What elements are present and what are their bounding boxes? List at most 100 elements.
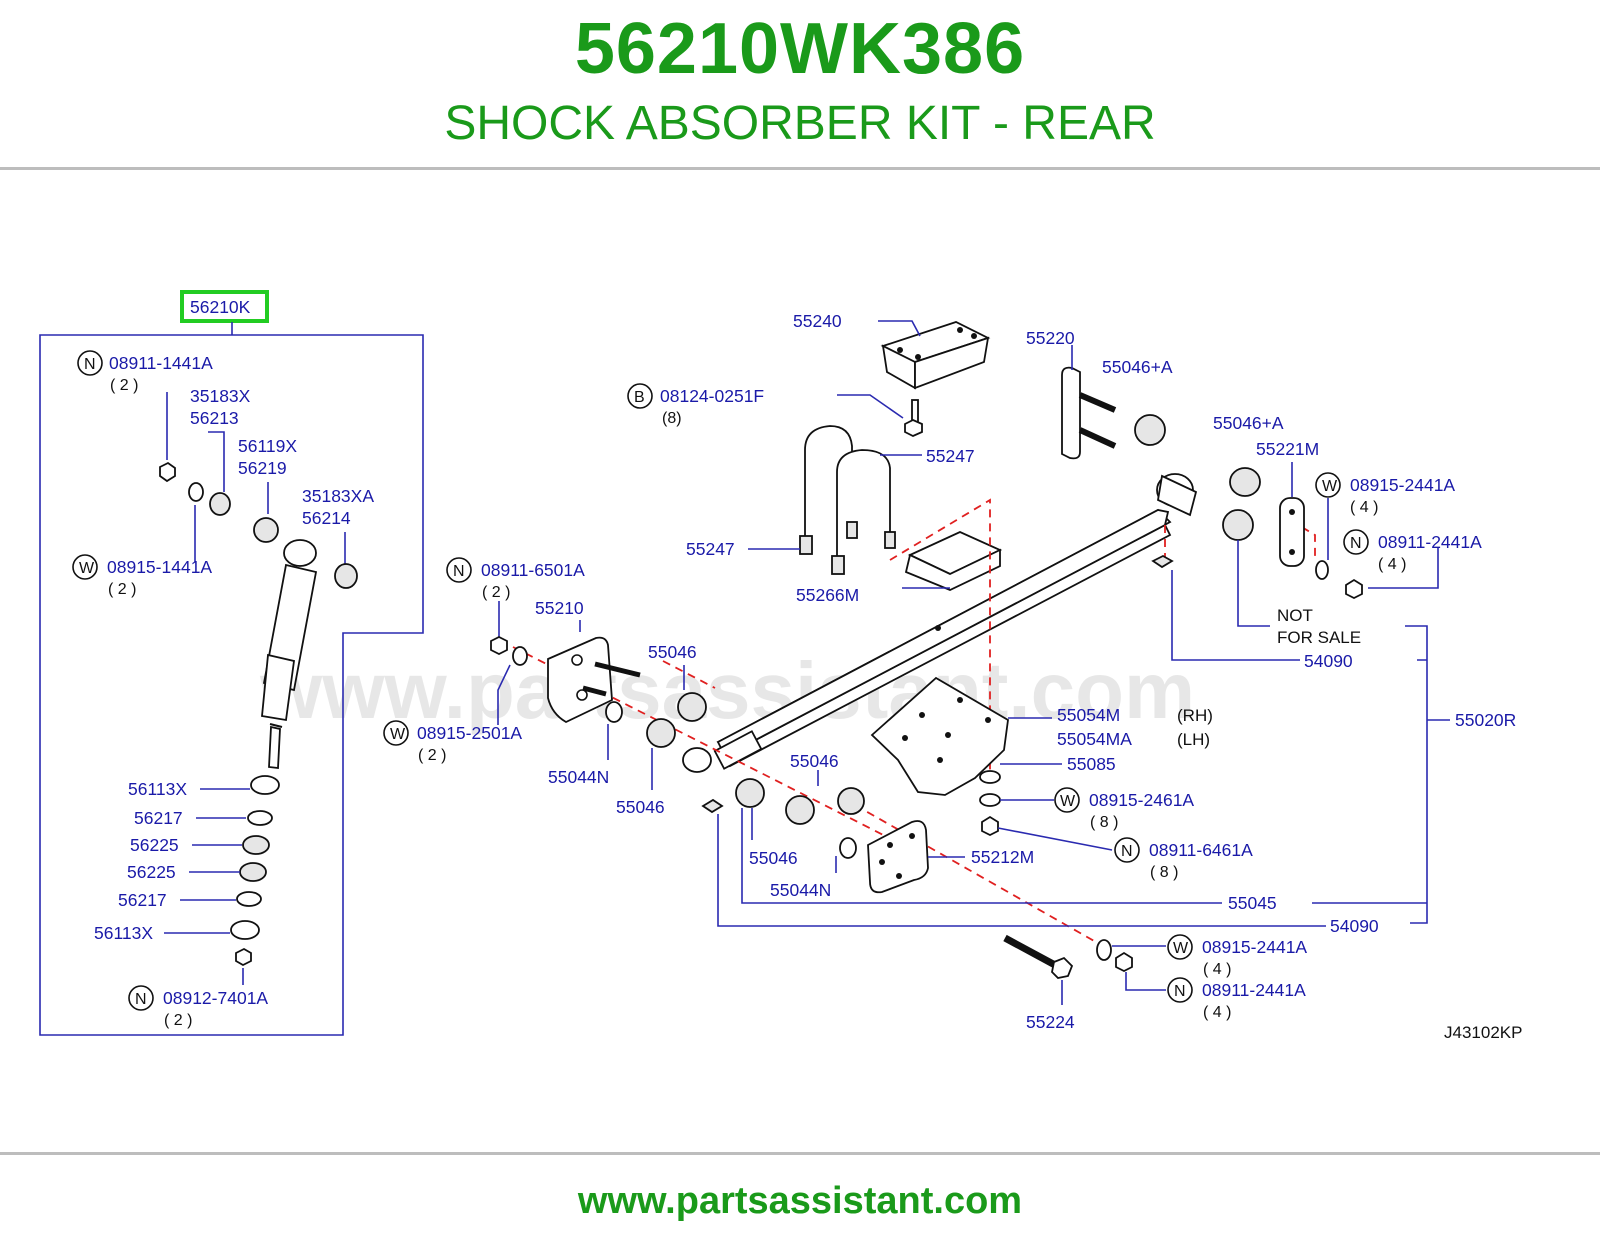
callout-w-08915-2461a[interactable]: W 08915-2461A ( 8 ) [1054,787,1194,831]
label-56217-b[interactable]: 56217 [118,890,167,910]
label-55046-c[interactable]: 55046 [749,848,798,868]
bushing-56214[interactable] [334,563,358,589]
label-55046pa-1[interactable]: 55046+A [1102,357,1173,377]
leader-55045 [741,808,1222,904]
bushing-55046pa-2[interactable] [1229,467,1261,497]
bushing-55046-a[interactable] [677,692,707,722]
label-55046-d[interactable]: 55046 [790,751,839,771]
label-54090-a[interactable]: 54090 [1304,651,1353,671]
label-55240[interactable]: 55240 [793,311,842,331]
label-56119x[interactable]: 56119X [238,436,297,456]
svg-text:W: W [1173,940,1189,957]
shackle-55220[interactable] [1061,366,1117,460]
callout-w-08915-2441a-top[interactable]: W 08915-2441A ( 4 ) [1315,472,1455,516]
mount-stack[interactable] [230,775,280,967]
label-56217-a[interactable]: 56217 [134,808,183,828]
washer-top[interactable] [188,482,204,502]
callout-n-08911-1441a[interactable]: N 08911-1441A ( 2 ) [77,350,213,394]
washer-shackle[interactable] [1315,560,1329,580]
label-55046-a[interactable]: 55046 [648,642,697,662]
bolt-08124[interactable] [904,399,923,437]
label-35183xa[interactable]: 35183XA [302,486,374,506]
label-55212m[interactable]: 55212M [971,847,1034,867]
bushing-55046pa-1[interactable] [1134,414,1166,446]
svg-text:B: B [634,389,645,406]
hanger-plate-55212m[interactable] [867,820,929,894]
spacer-55266m[interactable] [904,531,1003,591]
label-55046-b[interactable]: 55046 [616,797,665,817]
nut-rear-bolt[interactable] [1115,951,1133,973]
bushing-not-for-sale[interactable] [1222,509,1254,541]
nut-top[interactable] [159,461,176,483]
label-55054ma[interactable]: 55054MA [1057,729,1132,749]
callout-w-08915-1441a[interactable]: W 08915-1441A ( 2 ) [72,554,212,598]
nut-shackle[interactable] [1345,578,1363,600]
u-bolts[interactable] [799,425,896,575]
label-56214[interactable]: 56214 [302,508,351,528]
label-55221m[interactable]: 55221M [1256,439,1319,459]
label-56225-b[interactable]: 56225 [127,862,176,882]
svg-text:08915-1441A: 08915-1441A [107,557,212,577]
bushing-56219[interactable] [253,517,279,543]
label-55247-a[interactable]: 55247 [926,446,975,466]
bushing-56213[interactable] [209,492,231,516]
bushing-55046-b[interactable] [646,718,676,748]
label-55046pa-2[interactable]: 55046+A [1213,413,1284,433]
nut-front[interactable] [490,635,508,656]
callout-n-08911-6501a[interactable]: N 08911-6501A ( 2 ) [446,557,585,601]
leader-56213 [208,431,225,492]
callout-w-08915-2441a-bot[interactable]: W 08915-2441A ( 4 ) [1167,934,1307,978]
align-center [889,498,991,770]
hanger-55210[interactable] [547,636,641,724]
label-54090-b[interactable]: 54090 [1330,916,1379,936]
svg-text:( 4 ): ( 4 ) [1203,1004,1231,1021]
washer-08915-2461a[interactable] [979,793,1001,807]
label-55224[interactable]: 55224 [1026,1012,1075,1032]
label-55247-b[interactable]: 55247 [686,539,735,559]
label-55266m[interactable]: 55266M [796,585,859,605]
label-56113x-b[interactable]: 56113X [94,923,153,943]
callout-w-08915-2501a[interactable]: W 08915-2501A ( 2 ) [383,720,522,764]
washer-55044n-a[interactable] [605,701,623,723]
label-56113x-a[interactable]: 56113X [128,779,187,799]
callout-n-08911-2441a-top[interactable]: N 08911-2441A ( 4 ) [1343,529,1482,573]
label-35183x[interactable]: 35183X [190,386,251,406]
label-55085[interactable]: 55085 [1067,754,1116,774]
label-lh: (LH) [1177,730,1210,749]
bolt-55224[interactable] [1003,934,1074,979]
washer-rear-bolt[interactable] [1096,939,1112,961]
label-55044n-a[interactable]: 55044N [548,767,609,787]
spring-pad-front[interactable] [701,798,724,814]
label-55044n-b[interactable]: 55044N [770,880,831,900]
washer-55085[interactable] [979,770,1001,784]
label-55045[interactable]: 55045 [1228,893,1277,913]
bump-stop-55240[interactable] [880,321,991,390]
bushing-55046-d[interactable] [785,795,815,825]
label-55020r[interactable]: 55020R [1455,710,1516,730]
bushing-55046-c[interactable] [735,778,765,808]
highlight-box[interactable] [180,290,269,323]
spring-pad-rear[interactable] [1151,554,1174,569]
spring-plate-55054m[interactable] [870,676,1009,796]
label-56219[interactable]: 56219 [238,458,287,478]
callout-n-08911-2441a-bot[interactable]: N 08911-2441A ( 4 ) [1167,977,1306,1021]
label-55054m[interactable]: 55054M [1057,705,1120,725]
shackle-plate-55221m[interactable] [1279,497,1305,567]
callout-n-08912-7401a[interactable]: N 08912-7401A ( 2 ) [128,985,268,1029]
footer-url[interactable]: www.partsassistant.com [577,1180,1023,1222]
svg-text:( 2 ): ( 2 ) [482,584,510,601]
label-56213[interactable]: 56213 [190,408,239,428]
label-55210[interactable]: 55210 [535,598,584,618]
shock-absorber[interactable] [261,539,318,769]
nut-08911-6461a[interactable] [981,815,999,837]
washer-front[interactable] [512,646,528,666]
svg-text:( 2 ): ( 2 ) [108,581,136,598]
label-55220[interactable]: 55220 [1026,328,1075,348]
washer-55044n-b[interactable] [839,837,857,859]
label-56225-a[interactable]: 56225 [130,835,179,855]
callout-b-08124-0251f[interactable]: B 08124-0251F (8) [627,383,764,427]
bushing-55046pa-3[interactable] [837,787,865,815]
callout-n-08911-6461a[interactable]: N 08911-6461A ( 8 ) [1114,837,1253,881]
kit-label[interactable]: 56210K [190,297,251,317]
leaf-spring[interactable] [682,473,1198,773]
